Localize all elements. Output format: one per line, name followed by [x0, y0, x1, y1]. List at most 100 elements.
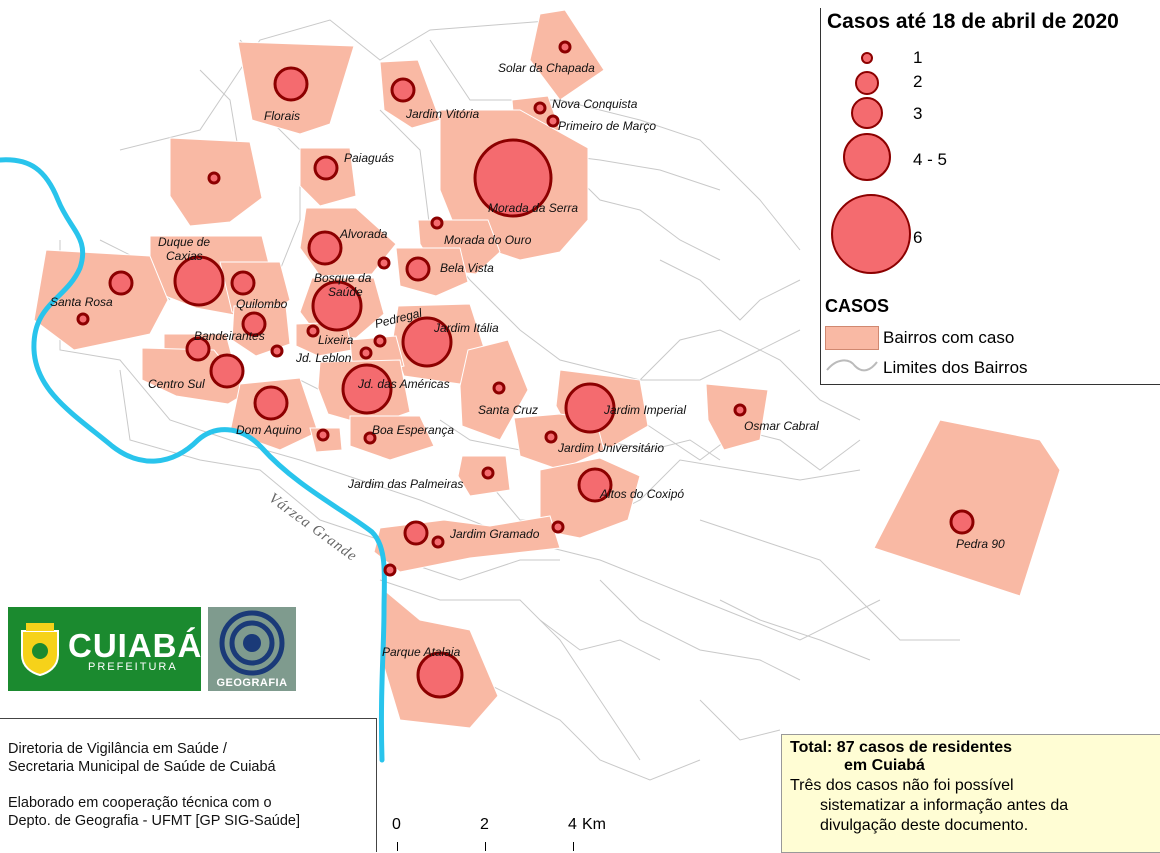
neighborhood-label: Bandeirantes	[194, 329, 265, 343]
legend-size-label: 6	[913, 228, 923, 247]
neighborhood-label: Paiaguás	[344, 151, 394, 165]
bairro-swatch	[825, 326, 879, 350]
case-circle	[383, 563, 397, 577]
case-circle	[401, 316, 453, 368]
case-circle	[405, 256, 431, 282]
case-circle	[273, 66, 309, 102]
river-label: Várzea Grande	[266, 490, 360, 565]
case-circle	[533, 101, 547, 115]
neighborhood-label: Parque Atalaia	[382, 645, 461, 659]
credits-line: Diretoria de Vigilância em Saúde /	[8, 741, 227, 757]
credits-line: Secretaria Municipal de Saúde de Cuiabá	[8, 759, 276, 775]
case-circle	[311, 280, 363, 332]
legend: Casos até 18 de abril de 2020 1 2 3 4 - …	[820, 8, 1160, 385]
neighborhood-label: Solar da Chapada	[498, 61, 595, 75]
case-circle	[341, 363, 393, 415]
neighborhood-label: Bela Vista	[440, 261, 494, 275]
neighborhood-label: Dom Aquino	[236, 423, 302, 437]
neighborhood-label: Jardim Itália	[433, 321, 499, 335]
scale-bar: 0 2 4 Km	[380, 816, 640, 851]
neighborhood-label: Santa Rosa	[50, 295, 113, 309]
neighborhood-label: Primeiro de Março	[558, 119, 656, 133]
scale-tick-label: 0	[392, 816, 401, 833]
neighborhood-label: Jardim das Palmeiras	[347, 477, 463, 491]
neighborhood-label: Jd. das Américas	[357, 377, 450, 391]
neighborhood-label: Morada do Ouro	[444, 233, 532, 247]
case-circle	[230, 270, 256, 296]
case-circle	[403, 520, 429, 546]
case-circle	[373, 334, 387, 348]
case-circle	[316, 428, 330, 442]
case-circle	[544, 430, 558, 444]
neighborhood-label: Jardim Vitória	[405, 107, 479, 121]
case-circle	[313, 155, 339, 181]
legend-size-label: 2	[913, 72, 923, 91]
scale-tick	[397, 842, 398, 851]
total-note: Três dos casos não foi possível	[790, 777, 1014, 794]
neighborhood-label: Santa Cruz	[478, 403, 538, 417]
case-circle	[416, 651, 464, 699]
legend-size-label: 1	[913, 48, 923, 67]
case-circle	[558, 40, 572, 54]
neighborhood-label: Jardim Imperial	[603, 403, 686, 417]
geografia-logo-name: GEOGRAFIA	[216, 677, 288, 689]
case-circle	[359, 346, 373, 360]
legend-cases-title: CASOS	[825, 296, 890, 316]
legend-bairros-label: Bairros com caso	[883, 328, 1015, 347]
neighborhood-label: Jardim Gramado	[449, 527, 540, 541]
legend-limites-label: Limites dos Bairros	[883, 358, 1028, 377]
case-circle	[306, 324, 320, 338]
case-circle	[185, 336, 211, 362]
neighborhood-label: Pedra 90	[956, 537, 1005, 551]
scale-tick	[485, 842, 486, 851]
scale-unit-label: Km	[582, 816, 606, 833]
boundary-swatch	[826, 359, 878, 372]
cuiaba-logo-name: CUIABÁ	[68, 627, 203, 664]
legend-size-label: 4 - 5	[913, 150, 948, 169]
legend-circle-2	[855, 71, 879, 95]
case-circle	[108, 270, 134, 296]
scale-tick-label: 2	[480, 816, 489, 833]
neighborhood-label: Saúde	[328, 285, 363, 299]
cuiaba-logo: CUIABÁ PREFEITURA	[8, 607, 201, 691]
scale-tick-label: 4	[568, 816, 577, 833]
river	[0, 157, 387, 763]
neighborhood-label: Jardim Universitário	[557, 441, 664, 455]
credits-line: Depto. de Geografia - UFMT [GP SIG-Saúde…	[8, 813, 301, 829]
case-circle	[551, 520, 565, 534]
case-circle	[307, 230, 343, 266]
total-line: em Cuiabá	[844, 757, 925, 774]
case-circle	[949, 509, 975, 535]
case-circle	[363, 431, 377, 445]
case-circle	[546, 114, 560, 128]
neighborhood-label: Centro Sul	[148, 377, 205, 391]
case-circle	[577, 467, 613, 503]
geografia-logo: GEOGRAFIA	[208, 607, 296, 691]
cuiaba-logo-sub: PREFEITURA	[88, 661, 178, 673]
scale-tick	[573, 842, 574, 851]
legend-circle-6	[831, 194, 911, 274]
neighborhood-label: Osmar Cabral	[744, 419, 819, 433]
neighborhood-labels: Solar da Chapada Nova Conquista Primeiro…	[50, 61, 1005, 659]
legend-circle-1	[861, 52, 873, 64]
case-circle	[492, 381, 506, 395]
credits-line: Elaborado em cooperação técnica com o	[8, 795, 272, 811]
crest-icon	[21, 623, 59, 677]
neighborhood-label: Altos do Coxipó	[599, 487, 684, 501]
geografia-emblem-icon	[219, 610, 285, 676]
case-circle	[430, 216, 444, 230]
neighborhood-label: Morada da Serra	[488, 201, 578, 215]
total-note: sistematizar a informação antes da	[820, 797, 1069, 814]
legend-circle-4	[843, 133, 891, 181]
neighborhood-label: Duque de	[158, 235, 210, 249]
case-circle	[481, 466, 495, 480]
case-circle	[209, 353, 245, 389]
neighborhood-label: Bosque da	[314, 271, 372, 285]
case-circles	[76, 40, 975, 699]
case-circle	[390, 77, 416, 103]
neighborhood-label: Nova Conquista	[552, 97, 638, 111]
case-circle	[473, 138, 553, 218]
case-circle	[76, 312, 90, 326]
neighborhood-label: Boa Esperança	[372, 423, 454, 437]
